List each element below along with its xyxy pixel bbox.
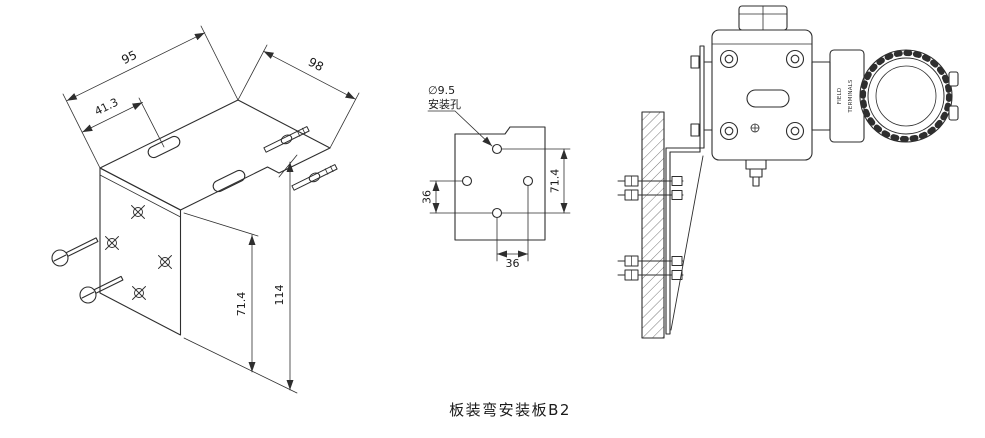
terminals-label: TERMINALS [848, 79, 854, 114]
iso-dimensions [62, 25, 360, 394]
dim-98: 98 [306, 55, 326, 74]
mounting-hole [461, 175, 473, 187]
bend-line [99, 174, 181, 218]
terminal-cap [738, 5, 788, 31]
caption: 板装弯安装板B2 [449, 401, 571, 419]
u-bolt-clamp [617, 175, 684, 281]
dim-114: 114 [273, 285, 286, 306]
dimension-line [263, 50, 356, 100]
plate-outline [454, 126, 546, 241]
transmitter-body [711, 29, 813, 161]
extension-line [62, 25, 239, 169]
mounting-slot [212, 169, 246, 193]
isometric-bracket-view: 95 41.3 98 71.4 114 [51, 25, 360, 394]
front-dimensions [429, 148, 571, 262]
mounting-panel [641, 111, 665, 339]
extension-line [501, 148, 571, 214]
dim-41-3: 41.3 [93, 96, 121, 118]
threaded-stud [263, 126, 310, 153]
bracket-side-profile [665, 45, 713, 335]
dimension-line [66, 32, 206, 102]
flange-bolt [690, 55, 713, 137]
assembly-view: FIELD TERMINALS [617, 5, 959, 339]
threaded-stud [291, 164, 338, 191]
dim-95: 95 [119, 48, 139, 67]
field-label: FIELD [837, 88, 843, 105]
extension-line [429, 180, 493, 214]
housing-neck [811, 61, 831, 131]
transmitter [711, 5, 959, 187]
extension-line [237, 44, 360, 149]
bracket-vertical-plate [99, 167, 182, 336]
cover-knurling [860, 50, 952, 142]
hole-position-marks [105, 205, 172, 300]
process-connection [745, 159, 767, 187]
electronics-housing [829, 49, 865, 143]
extension-line [138, 97, 165, 148]
mounting-screw [79, 275, 124, 304]
hole-label: 安装孔 [428, 97, 461, 111]
nameplate [746, 89, 790, 108]
vent-plug [750, 123, 760, 133]
extension-line [183, 154, 298, 394]
dim-36-horizontal: 36 [506, 257, 520, 270]
flange-bolts [719, 49, 805, 141]
bracket-top-plate [99, 99, 331, 211]
dim-36-vertical: 36 [421, 190, 434, 204]
dim-71-4-front: 71.4 [549, 169, 562, 194]
front-plate-view: ∅9.5 安装孔 36 36 71.4 [421, 84, 571, 270]
leader-line [427, 110, 493, 147]
mounting-screw [51, 237, 99, 267]
hole-diameter-label: ∅9.5 [428, 84, 455, 97]
cover-tab [948, 71, 959, 87]
mounting-hole [522, 175, 534, 187]
dimension-line [81, 102, 143, 133]
extension-line [496, 185, 529, 262]
dim-71-4-iso: 71.4 [235, 292, 248, 317]
bracket-bend-edge [670, 155, 704, 331]
mounting-hole [491, 143, 503, 155]
cover-tab [948, 105, 959, 121]
mounting-hole [491, 207, 503, 219]
housing-cover [859, 49, 959, 143]
